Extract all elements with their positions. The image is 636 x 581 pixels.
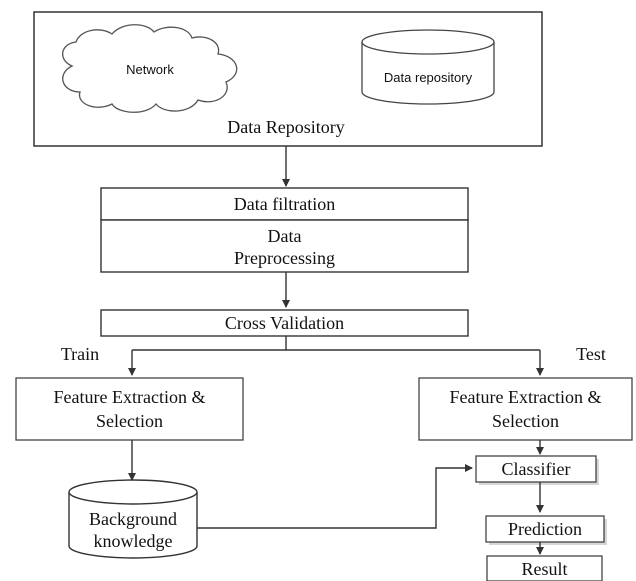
feature-right-box [418,377,633,441]
data-repository-cylinder-label: Data repository [383,70,473,85]
network-cloud-shape [62,24,238,113]
arrow-knowledge-to-classifier [197,464,473,529]
data-preprocessing-label-line1: Data [267,226,302,246]
feature-left-label-line1: Feature Extraction & [53,387,206,407]
background-knowledge-cylinder-icon [68,479,198,559]
feature-left-label-line2: Selection [96,411,163,431]
train-label: Train [60,344,100,364]
split-connector [132,336,287,351]
prediction-box [485,515,605,543]
background-knowledge-label-line1: Background [89,509,177,529]
classifier-label: Classifier [501,459,571,479]
data-preprocessing-label-line2: Preprocessing [234,248,335,268]
data-repository-cylinder-icon [361,29,495,105]
data-repository-title: Data Repository [227,117,345,137]
feature-left-box [15,377,244,441]
cross-validation-label: Cross Validation [224,313,345,333]
data-filtration-label: Data filtration [233,194,336,214]
classifier-box [475,455,597,483]
prediction-label: Prediction [508,519,582,539]
cross-validation-box [100,309,469,337]
feature-right-label-line2: Selection [492,411,559,431]
data-filtration-box [100,187,469,221]
data-preprocessing-box [100,219,469,273]
test-label: Test [576,344,606,364]
background-knowledge-label-line2: knowledge [93,531,173,551]
result-label: Result [521,559,568,579]
feature-right-label-line1: Feature Extraction & [449,387,602,407]
network-label: Network [126,62,174,77]
result-box [486,555,603,581]
